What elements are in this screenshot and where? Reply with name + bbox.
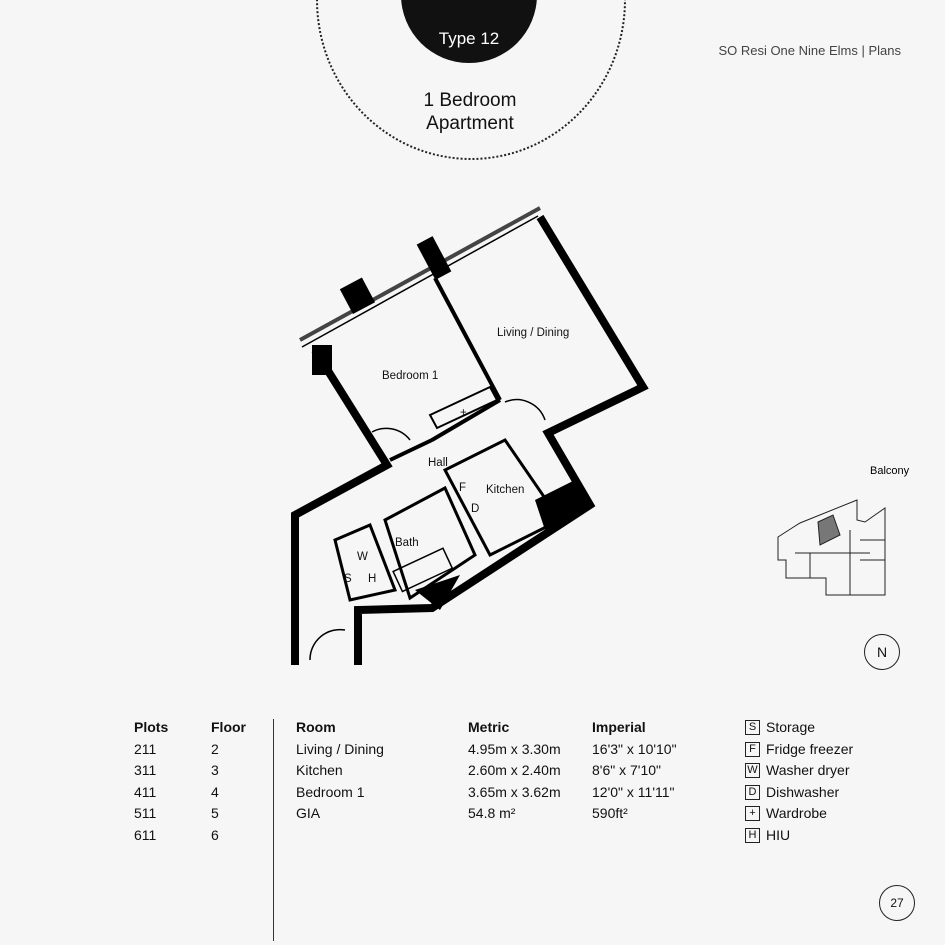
legend-label: Wardrobe	[766, 805, 827, 821]
floor-cell: 5	[211, 805, 219, 821]
plot-cell: 211	[134, 740, 157, 757]
metric-header: Metric	[468, 719, 510, 735]
room-label-bedroom: Bedroom 1	[382, 370, 438, 382]
legend-item: F Fridge freezer	[745, 739, 853, 761]
floor-cell: 2	[211, 740, 219, 757]
bathtub	[392, 547, 454, 593]
floor-cell: 3	[211, 762, 219, 778]
imperial-column: Imperial 16'3" x 10'10" 8'6" x 7'10" 12'…	[592, 717, 677, 825]
imperial-header: Imperial	[592, 719, 646, 735]
room-cell: GIA	[296, 805, 321, 821]
metric-cell: 4.95m x 3.30m	[468, 740, 561, 757]
divider	[273, 719, 274, 941]
room-label-kitchen: Kitchen	[486, 484, 524, 496]
room-cell: Kitchen	[296, 762, 343, 778]
column	[339, 277, 376, 314]
legend-item: S Storage	[745, 717, 853, 739]
plot-cell: 611	[134, 826, 157, 843]
legend-label: Fridge freezer	[766, 740, 854, 757]
imperial-cell: 590ft²	[592, 805, 628, 821]
legend-label: Storage	[766, 719, 816, 735]
imperial-cell: 16'3" x 10'10"	[592, 740, 677, 757]
shaft	[415, 575, 460, 610]
floor-cell: 6	[211, 826, 219, 843]
floor-cell: 4	[211, 783, 219, 800]
page-number: 27	[879, 885, 915, 921]
apartment-line1: 1 Bedroom	[423, 90, 517, 111]
code-wardrobe: +	[460, 407, 467, 419]
column	[416, 236, 452, 280]
legend-item: W Washer dryer	[745, 760, 853, 782]
metric-cell: 2.60m x 2.40m	[468, 762, 561, 778]
hiu-icon: H	[745, 827, 760, 843]
metric-cell: 54.8 m²	[468, 805, 516, 821]
floor-header: Floor	[211, 719, 246, 735]
room-label-hall: Hall	[428, 457, 448, 469]
legend: S Storage F Fridge freezer W Washer dryer D…	[745, 717, 853, 846]
code-h: H	[368, 573, 376, 585]
imperial-cell: 12'0" x 11'11"	[592, 783, 675, 800]
plot-cell: 511	[134, 805, 157, 821]
window-line-inner	[301, 215, 539, 348]
code-d: D	[471, 503, 479, 515]
plots-column: Plots 211 311 411 511 611	[134, 717, 168, 846]
plot-cell: 311	[134, 762, 157, 778]
key-plan	[777, 499, 886, 596]
room-label-living: Living / Dining	[497, 327, 569, 339]
plot-cell: 411	[134, 783, 157, 800]
code-w: W	[357, 551, 368, 563]
legend-label: HIU	[766, 826, 791, 843]
column	[312, 345, 332, 375]
exterior-wall	[291, 214, 649, 665]
metric-column: Metric 4.95m x 3.30m 2.60m x 2.40m 3.65m…	[468, 717, 561, 825]
room-cell: Living / Dining	[296, 740, 384, 757]
bedroom-bottom-wall	[389, 398, 502, 462]
living-door-arc	[504, 398, 546, 421]
fridge-icon: F	[745, 741, 760, 757]
dishwasher-icon: D	[745, 784, 760, 800]
washer-icon: W	[745, 763, 760, 779]
imperial-cell: 8'6" x 7'10"	[592, 762, 661, 778]
legend-item: + Wardrobe	[745, 803, 853, 825]
entry-door-arc	[309, 628, 346, 661]
floor-plan: Bedroom 1 Living / Dining Hall Kitchen B…	[291, 206, 910, 665]
metric-cell: 3.65m x 3.62m	[468, 783, 561, 800]
plots-header: Plots	[134, 719, 169, 735]
legend-label: Washer dryer	[766, 762, 850, 778]
wardrobe	[428, 385, 499, 430]
floor-column: Floor 2 3 4 5 6	[211, 717, 246, 846]
apartment-title: 1 Bedroom Apartment	[380, 89, 560, 135]
wardrobe-icon: +	[745, 806, 760, 822]
shaft	[535, 480, 590, 530]
storage-icon: S	[745, 720, 760, 736]
balcony-label: Balcony	[870, 465, 910, 477]
apartment-line2: Apartment	[426, 113, 514, 134]
bedroom-door-arc	[371, 427, 411, 441]
bath-wall	[383, 485, 477, 601]
code-s: S	[344, 573, 352, 585]
window-line	[299, 206, 541, 342]
cupboard	[333, 523, 398, 602]
legend-item: D Dishwasher	[745, 782, 853, 804]
room-header: Room	[296, 719, 336, 735]
room-column: Room Living / Dining Kitchen Bedroom 1 G…	[296, 717, 384, 825]
bed-living-wall	[433, 277, 502, 401]
north-compass: N	[864, 634, 900, 670]
room-label-bath: Bath	[395, 537, 419, 549]
kitchen-wall	[442, 438, 563, 557]
legend-label: Dishwasher	[766, 783, 840, 800]
room-cell: Bedroom 1	[296, 783, 365, 800]
legend-item: H HIU	[745, 825, 853, 847]
header-title: SO Resi One Nine Elms | Plans	[718, 43, 901, 58]
code-f: F	[459, 482, 466, 494]
